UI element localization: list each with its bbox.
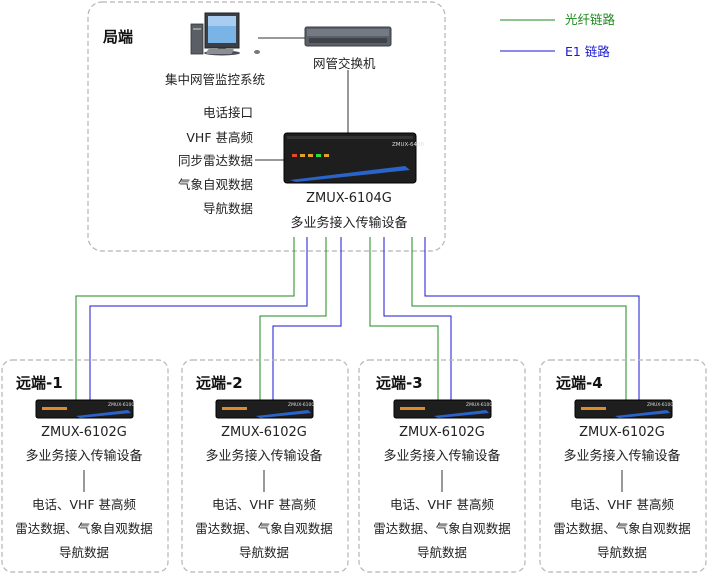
central-device-model-text: ZMUX-6400 — [392, 142, 425, 148]
remote-device-desc: 多业务接入传输设备 — [383, 448, 500, 464]
remote-device-icon: ZMUX-6100 — [35, 399, 134, 419]
remote-service-item: 导航数据 — [417, 545, 467, 560]
remote-device-model-text: ZMUX-6100 — [288, 402, 314, 408]
interface-item: 气象自观数据 — [178, 177, 253, 192]
central-device-name: ZMUX-6104G — [306, 191, 392, 206]
remote-device-model-text: ZMUX-6100 — [466, 402, 492, 408]
remote-site-2: 远端-2 ZMUX-6100 ZMUX-6102G 多业务接入传输设备 电话、V… — [181, 359, 349, 573]
remote-service-item: 导航数据 — [239, 545, 289, 560]
legend-fiber-label: 光纤链路 — [565, 12, 616, 27]
remote-service-item: 雷达数据、气象自观数据 — [195, 521, 333, 536]
link-lines — [75, 237, 640, 400]
remote-site-1: 远端-1 ZMUX-6100 ZMUX-6102G 多业务接入传输设备 电话、V… — [1, 359, 169, 573]
remote-device-model-text: ZMUX-6100 — [108, 402, 134, 408]
fiber-link-remote-2 — [259, 237, 327, 400]
remote-device-desc: 多业务接入传输设备 — [205, 448, 322, 464]
central-device-icon: ZMUX-6400 — [283, 132, 425, 184]
central-interface-list: 电话接口 VHF 甚高频 同步雷达数据 气象自观数据 导航数据 — [178, 105, 254, 216]
remote-device-name: ZMUX-6102G — [579, 425, 665, 440]
remote-site-3: 远端-3 ZMUX-6100 ZMUX-6102G 多业务接入传输设备 电话、V… — [358, 359, 526, 573]
monitor-system-label: 集中网管监控系统 — [165, 72, 265, 87]
remote-box — [1, 359, 169, 573]
interface-item: 导航数据 — [203, 201, 253, 216]
fiber-link-remote-1 — [75, 237, 295, 400]
switch-label: 网管交换机 — [313, 56, 376, 71]
remote-title: 远端-2 — [196, 374, 243, 392]
remote-device-name: ZMUX-6102G — [399, 425, 485, 440]
remote-device-name: ZMUX-6102G — [41, 425, 127, 440]
interface-item: 电话接口 — [203, 105, 253, 120]
remote-box — [539, 359, 707, 573]
remote-service-item: 导航数据 — [597, 545, 647, 560]
remote-service-item: 电话、VHF 甚高频 — [570, 497, 675, 512]
network-switch-icon — [304, 26, 392, 47]
remote-device-desc: 多业务接入传输设备 — [563, 448, 680, 464]
remote-site-4: 远端-4 ZMUX-6100 ZMUX-6102G 多业务接入传输设备 电话、V… — [539, 359, 707, 573]
interface-item: VHF 甚高频 — [186, 130, 253, 145]
remote-service-item: 电话、VHF 甚高频 — [32, 497, 137, 512]
remote-service-item: 雷达数据、气象自观数据 — [373, 521, 511, 536]
remote-device-icon: ZMUX-6100 — [393, 399, 492, 419]
remote-title: 远端-3 — [376, 374, 423, 392]
remote-service-item: 电话、VHF 甚高频 — [390, 497, 495, 512]
legend: 光纤链路 E1 链路 — [500, 12, 616, 59]
remote-box — [358, 359, 526, 573]
e1-link-remote-3 — [383, 237, 452, 400]
remote-device-desc: 多业务接入传输设备 — [25, 448, 142, 464]
central-office-title: 局端 — [102, 28, 133, 46]
remote-service-item: 导航数据 — [59, 545, 109, 560]
e1-link-remote-4 — [424, 237, 640, 400]
fiber-link-remote-4 — [411, 237, 627, 400]
remote-title: 远端-1 — [16, 374, 63, 392]
remote-service-item: 雷达数据、气象自观数据 — [15, 521, 153, 536]
remote-device-model-text: ZMUX-6100 — [647, 402, 673, 408]
legend-e1-label: E1 链路 — [565, 44, 610, 59]
central-device-desc: 多业务接入传输设备 — [290, 215, 407, 231]
remote-service-item: 电话、VHF 甚高频 — [212, 497, 317, 512]
fiber-link-remote-3 — [369, 237, 439, 400]
remote-device-icon: ZMUX-6100 — [574, 399, 673, 419]
remote-device-icon: ZMUX-6100 — [215, 399, 314, 419]
remote-service-item: 雷达数据、气象自观数据 — [553, 521, 691, 536]
monitor-computer-icon — [190, 12, 260, 56]
e1-link-remote-1 — [89, 237, 308, 400]
interface-item: 同步雷达数据 — [178, 153, 253, 168]
central-office-box — [87, 1, 446, 252]
remote-device-name: ZMUX-6102G — [221, 425, 307, 440]
e1-link-remote-2 — [272, 237, 342, 400]
remote-box — [181, 359, 349, 573]
remote-title: 远端-4 — [556, 374, 603, 392]
